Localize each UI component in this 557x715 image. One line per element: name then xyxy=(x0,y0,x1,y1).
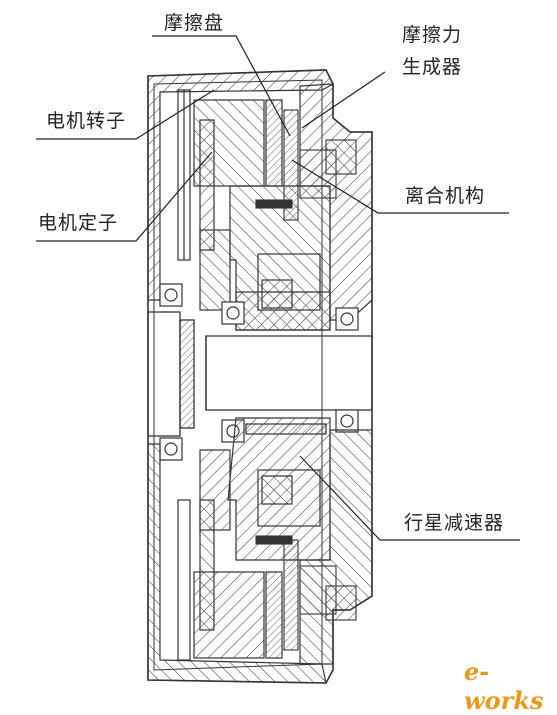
cross-section-drawing xyxy=(36,35,520,684)
upper-rotor xyxy=(177,89,191,261)
leader-lines xyxy=(36,35,520,541)
lower-stator xyxy=(177,499,283,661)
diagram-canvas: 摩擦盘 摩擦力 生成器 电机转子 电机定子 离合机构 行星减速器 e-works xyxy=(36,12,543,715)
label-planetary-reducer: 行星减速器 xyxy=(404,512,505,534)
label-friction-disc: 摩擦盘 xyxy=(164,12,225,34)
upper-bearings xyxy=(159,283,359,331)
central-shaft xyxy=(147,311,373,437)
upper-clutch xyxy=(255,109,357,221)
label-friction-generator-line2: 生成器 xyxy=(402,56,463,78)
lower-planetary xyxy=(199,423,327,531)
upper-planetary xyxy=(199,229,331,331)
label-friction-generator-line1: 摩擦力 xyxy=(402,24,463,46)
eworks-watermark: e-works xyxy=(464,657,544,715)
label-motor-stator: 电机定子 xyxy=(38,212,119,234)
lower-clutch xyxy=(255,535,357,651)
label-motor-rotor: 电机转子 xyxy=(46,110,127,132)
label-clutch-mechanism: 离合机构 xyxy=(405,185,486,207)
upper-stator xyxy=(193,99,283,187)
